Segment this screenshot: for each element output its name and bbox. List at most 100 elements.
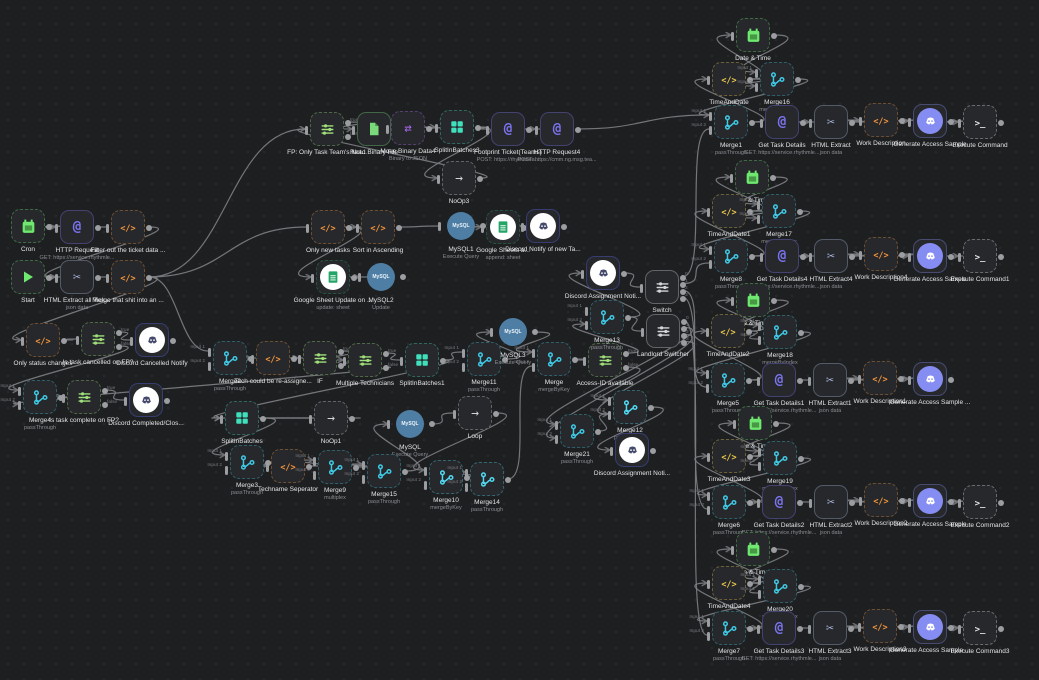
input-port[interactable] xyxy=(521,222,524,232)
output-port[interactable] xyxy=(102,388,108,394)
input-port[interactable] xyxy=(462,362,465,372)
input-port[interactable] xyxy=(481,223,484,233)
output-port[interactable] xyxy=(797,500,803,506)
input-port[interactable] xyxy=(908,623,911,633)
output-port[interactable] xyxy=(800,120,806,126)
node-gas2[interactable] xyxy=(908,362,954,396)
output-port[interactable] xyxy=(773,421,779,427)
node-wd4[interactable]: </> xyxy=(859,237,905,271)
input-port[interactable] xyxy=(453,409,456,419)
input-port[interactable] xyxy=(706,327,709,337)
input-port[interactable] xyxy=(958,118,961,128)
output-port[interactable] xyxy=(849,254,855,260)
output-port[interactable] xyxy=(770,175,776,181)
input-port[interactable] xyxy=(908,375,911,385)
node-datetime1[interactable] xyxy=(730,160,776,194)
output-port[interactable] xyxy=(849,120,855,126)
output-port[interactable] xyxy=(346,225,352,231)
input-port[interactable] xyxy=(352,125,355,135)
input-port[interactable] xyxy=(610,446,613,456)
output-port[interactable] xyxy=(623,365,629,371)
input-port[interactable] xyxy=(707,452,710,462)
output-port[interactable] xyxy=(623,351,629,357)
output-port[interactable] xyxy=(402,469,408,475)
output-port[interactable] xyxy=(680,274,686,281)
output-port[interactable] xyxy=(116,330,122,336)
input-port[interactable] xyxy=(640,283,643,293)
output-port[interactable] xyxy=(898,624,904,630)
input-port[interactable] xyxy=(266,462,269,472)
output-port[interactable] xyxy=(798,584,804,590)
node-mysql3[interactable]: MySQL xyxy=(490,315,538,349)
input-port[interactable] xyxy=(55,273,58,283)
input-port[interactable] xyxy=(124,396,127,406)
output-port[interactable] xyxy=(747,77,753,83)
input-port[interactable] xyxy=(313,470,316,480)
input-port[interactable] xyxy=(758,461,761,471)
output-port[interactable] xyxy=(46,275,52,281)
input-port[interactable] xyxy=(535,125,538,135)
input-port[interactable] xyxy=(486,125,489,135)
output-port[interactable] xyxy=(464,475,470,481)
node-discord_completed[interactable] xyxy=(124,383,170,417)
node-wd[interactable]: </> xyxy=(859,103,905,137)
input-port[interactable] xyxy=(490,327,493,337)
output-port[interactable] xyxy=(493,411,499,417)
input-port[interactable] xyxy=(707,505,710,515)
output-port[interactable] xyxy=(648,405,654,411)
node-footprint_ticket[interactable]: @ xyxy=(486,112,532,146)
input-port[interactable] xyxy=(707,631,710,641)
input-port[interactable] xyxy=(757,214,760,224)
output-port[interactable] xyxy=(429,421,435,427)
input-port[interactable] xyxy=(760,118,763,128)
output-port[interactable] xyxy=(46,224,52,230)
input-port[interactable] xyxy=(859,250,862,260)
node-he1[interactable]: ✂ xyxy=(808,363,854,397)
output-port[interactable] xyxy=(848,378,854,384)
node-techname_sep[interactable]: </> xyxy=(266,449,312,483)
input-port[interactable] xyxy=(733,419,736,429)
input-port[interactable] xyxy=(958,624,961,634)
input-port[interactable] xyxy=(707,207,710,217)
output-port[interactable] xyxy=(338,363,344,369)
node-discord_assign2[interactable] xyxy=(610,433,656,467)
node-start[interactable] xyxy=(11,260,52,294)
node-ec[interactable]: >_ xyxy=(958,105,1004,139)
output-port[interactable] xyxy=(680,288,686,295)
input-port[interactable] xyxy=(707,75,710,85)
input-port[interactable] xyxy=(208,347,211,357)
input-port[interactable] xyxy=(585,320,588,330)
output-port[interactable] xyxy=(338,349,344,355)
output-port[interactable] xyxy=(800,254,806,260)
input-port[interactable] xyxy=(608,396,611,406)
node-gtd2[interactable]: @ xyxy=(757,485,803,519)
input-port[interactable] xyxy=(808,624,811,634)
output-port[interactable] xyxy=(747,500,753,506)
input-port[interactable] xyxy=(106,273,109,283)
input-port[interactable] xyxy=(809,118,812,128)
output-port[interactable] xyxy=(351,275,357,281)
node-gtd1[interactable]: @ xyxy=(757,363,803,397)
input-port[interactable] xyxy=(858,374,861,384)
output-port[interactable] xyxy=(797,626,803,632)
output-port[interactable] xyxy=(747,454,753,460)
input-port[interactable] xyxy=(18,400,21,410)
node-filter_ticket[interactable]: </> xyxy=(106,210,152,244)
output-port[interactable] xyxy=(621,271,627,277)
input-port[interactable] xyxy=(908,117,911,127)
input-port[interactable] xyxy=(809,252,812,262)
output-port[interactable] xyxy=(291,356,297,362)
output-port[interactable] xyxy=(948,254,954,260)
node-splitinbatches3[interactable] xyxy=(435,110,481,144)
node-html_extract_all[interactable]: ✂ xyxy=(55,260,101,294)
